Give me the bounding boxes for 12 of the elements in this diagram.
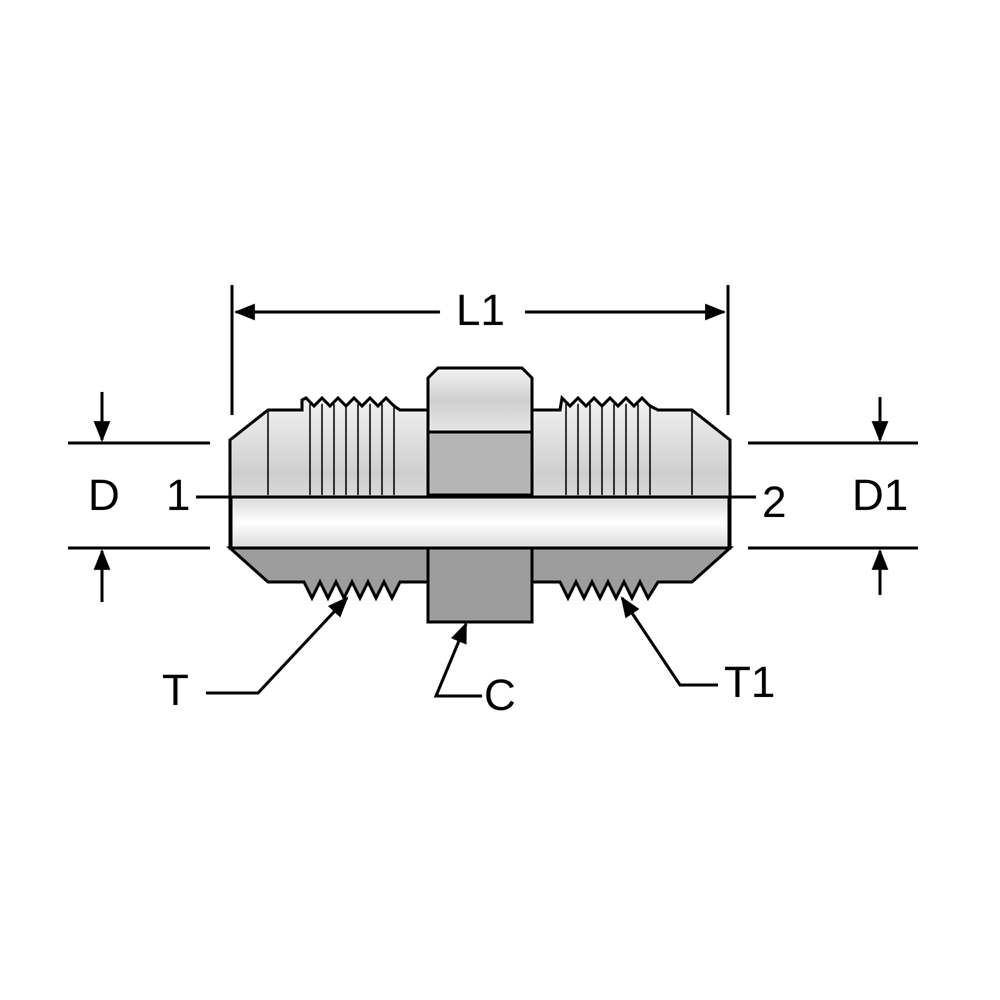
part-label: C [484, 670, 516, 722]
reference-line [196, 496, 756, 498]
part-label: T [162, 665, 189, 717]
part-label: 1 [166, 470, 190, 522]
thread-section-drawing [530, 546, 734, 602]
part-label: 2 [762, 477, 786, 529]
leader-line [620, 596, 718, 686]
thread-section-drawing [226, 546, 430, 602]
hex-section-drawing [426, 546, 534, 624]
leader-line [206, 596, 348, 694]
leader-line [434, 622, 482, 698]
part-label: T1 [724, 657, 776, 709]
